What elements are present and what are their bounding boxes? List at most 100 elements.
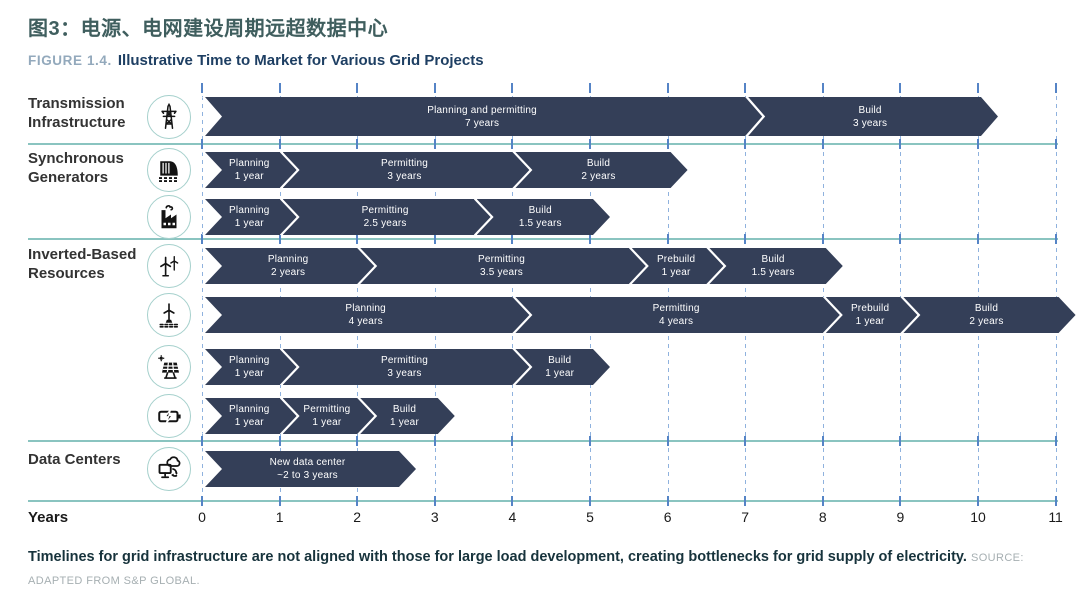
segment-duration-label: 1 year xyxy=(312,417,342,428)
year-tick xyxy=(433,436,436,446)
segment-phase-label: Permitting xyxy=(652,303,700,314)
segment-duration-label: 1 year xyxy=(234,218,264,229)
gridline xyxy=(202,88,203,500)
section-divider xyxy=(28,143,1058,145)
gridline xyxy=(434,88,436,500)
year-tick xyxy=(821,139,824,149)
fossil-plant-icon xyxy=(147,195,191,239)
gridline xyxy=(512,88,514,500)
segment-label: New data center ~2 to 3 years xyxy=(220,451,395,487)
segment-duration-label: 1.5 years xyxy=(518,218,562,229)
year-tick xyxy=(899,496,902,506)
year-tick xyxy=(511,139,514,149)
axis-year-number: 4 xyxy=(508,509,517,525)
gantt-segment: Planning 1 year xyxy=(202,349,300,385)
segment-label: Prebuild 1 year xyxy=(841,297,900,333)
year-tick xyxy=(666,496,669,506)
year-tick xyxy=(899,139,902,149)
data-center-icon xyxy=(147,447,191,491)
axis-year-number: 11 xyxy=(1048,509,1063,525)
segment-phase-label: Prebuild xyxy=(850,303,890,314)
axis-year-number: 1 xyxy=(275,509,284,525)
axis-year-number: 0 xyxy=(198,509,206,525)
year-tick xyxy=(511,436,514,446)
section-divider xyxy=(28,440,1058,442)
page-title: 图3：电源、电网建设周期远超数据中心 xyxy=(28,18,389,40)
section-label-synchronous-generators: Synchronous Generators xyxy=(28,150,124,186)
segment-phase-label: Planning xyxy=(229,355,270,366)
year-tick xyxy=(977,83,979,93)
year-tick xyxy=(1054,234,1057,244)
segment-phase-label: Build xyxy=(392,404,417,415)
section-label-data-centers: Data Centers xyxy=(28,451,121,468)
year-tick xyxy=(977,496,979,506)
segment-duration-label: 1.5 years xyxy=(751,267,795,278)
segment-label: Planning 1 year xyxy=(220,349,279,385)
figure-heading: FIGURE 1.4.Illustrative Time to Market f… xyxy=(28,52,484,69)
year-tick xyxy=(356,234,359,244)
segment-bar xyxy=(283,349,533,385)
segment-bar xyxy=(205,248,377,284)
year-tick xyxy=(977,234,979,244)
segment-duration-label: 1 year xyxy=(234,368,264,379)
year-tick xyxy=(511,83,514,93)
segment-duration-label: 7 years xyxy=(464,117,500,129)
segment-bar xyxy=(205,297,532,333)
section-label-inverted-based-resources: Inverted-Based Resources xyxy=(28,246,137,282)
year-tick xyxy=(977,139,979,149)
segment-bar xyxy=(709,248,842,284)
year-tick xyxy=(589,83,591,93)
segment-bar xyxy=(515,297,842,333)
year-tick xyxy=(744,436,747,446)
segment-phase-label: Permitting xyxy=(380,355,428,366)
segment-bar xyxy=(748,97,998,136)
year-tick xyxy=(589,496,591,506)
year-tick xyxy=(201,139,203,149)
year-tick xyxy=(278,139,281,149)
segment-duration-label: 1 year xyxy=(855,316,885,327)
segment-bar xyxy=(903,297,1075,333)
axis-year-number: 9 xyxy=(896,509,905,525)
year-tick xyxy=(356,83,359,93)
segment-duration-label: 4 years xyxy=(348,316,383,327)
segment-duration-label: 1 year xyxy=(234,417,264,428)
segment-duration-label: 2 years xyxy=(581,171,616,182)
year-tick xyxy=(666,139,669,149)
year-tick xyxy=(821,496,824,506)
segment-bar xyxy=(205,97,765,136)
segment-phase-label: Permitting xyxy=(303,404,351,415)
year-tick xyxy=(899,234,902,244)
year-tick xyxy=(433,139,436,149)
year-tick xyxy=(899,83,902,93)
year-tick xyxy=(666,83,669,93)
segment-phase-label: New data center xyxy=(269,457,346,468)
gridline xyxy=(900,88,902,500)
segment-phase-label: Prebuild xyxy=(656,254,696,265)
segment-duration-label: ~2 to 3 years xyxy=(277,470,338,481)
segment-duration-label: 2.5 years xyxy=(363,218,407,229)
segment-duration-label: 1 year xyxy=(234,171,264,182)
segment-duration-label: 3 years xyxy=(852,117,888,129)
year-tick xyxy=(666,234,669,244)
year-tick xyxy=(356,436,359,446)
year-tick xyxy=(589,139,591,149)
